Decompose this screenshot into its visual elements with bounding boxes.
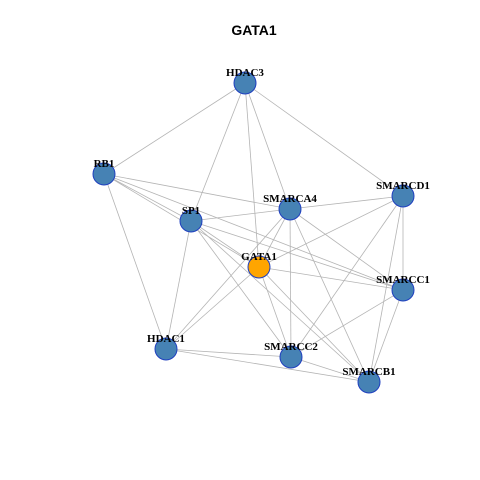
edge-layer: [103, 82, 404, 383]
edge-hdac3-rb1: [103, 82, 246, 175]
node-label-smarcd1: SMARCD1: [376, 180, 430, 192]
edge-hdac3-gata1: [244, 82, 260, 268]
edge-sp1-gata1: [190, 220, 260, 268]
edge-rb1-smarca4: [103, 173, 291, 210]
edge-sp1-smarca4: [190, 208, 291, 222]
edge-smarcd1-smarcb1: [368, 195, 404, 383]
edge-smarcc2-smarcb1: [290, 356, 370, 383]
edge-smarcd1-smarcc2: [290, 195, 404, 358]
edge-hdac1-smarcb1: [165, 348, 370, 383]
edge-smarca4-smarcc1: [289, 208, 404, 291]
edge-gata1-hdac1: [165, 266, 260, 350]
edge-rb1-smarcc1: [103, 173, 404, 291]
node-sp1: [179, 209, 203, 233]
node-label-hdac1: HDAC1: [147, 333, 185, 345]
edge-gata1-smarcb1: [258, 266, 370, 383]
edge-smarcd1-gata1: [258, 195, 404, 268]
node-label-gata1: GATA1: [241, 251, 277, 263]
edge-sp1-hdac1: [165, 220, 192, 350]
node-label-hdac3: HDAC3: [226, 67, 264, 79]
edge-smarca4-hdac1: [165, 208, 291, 350]
edge-hdac1-smarcc2: [165, 348, 292, 358]
edge-hdac3-sp1: [190, 82, 246, 222]
node-smarca4: [278, 197, 302, 221]
node-smarcd1: [391, 184, 415, 208]
edge-sp1-smarcc2: [190, 220, 292, 358]
node-gata1: [247, 255, 271, 279]
node-smarcc2: [279, 345, 303, 369]
edge-sp1-smarcb1: [190, 220, 370, 383]
edge-smarcc1-smarcb1: [368, 289, 404, 383]
node-smarcb1: [357, 370, 381, 394]
edge-smarca4-smarcd1: [289, 195, 404, 210]
node-label-sp1: SP1: [182, 205, 200, 217]
node-layer: [92, 71, 415, 394]
node-label-smarcc1: SMARCC1: [376, 274, 430, 286]
edge-rb1-hdac1: [103, 173, 167, 350]
edge-smarcc1-smarcc2: [290, 289, 404, 358]
node-hdac1: [154, 337, 178, 361]
node-label-smarcc2: SMARCC2: [264, 341, 318, 353]
edge-rb1-sp1: [103, 173, 192, 222]
edge-smarca4-smarcb1: [289, 208, 370, 383]
edge-smarca4-smarcc2: [289, 208, 292, 358]
edge-hdac3-smarcd1: [244, 82, 404, 197]
edge-hdac3-smarca4: [244, 82, 291, 210]
node-hdac3: [233, 71, 257, 95]
edge-gata1-smarcc2: [258, 266, 292, 358]
node-smarcc1: [391, 278, 415, 302]
edge-sp1-smarcc1: [190, 220, 404, 291]
edge-gata1-smarcc1: [258, 266, 404, 291]
node-label-smarca4: SMARCA4: [263, 193, 317, 205]
node-label-smarcb1: SMARCB1: [342, 366, 395, 378]
node-rb1: [92, 162, 116, 186]
node-label-rb1: RB1: [94, 158, 115, 170]
diagram-title: GATA1: [231, 22, 277, 38]
